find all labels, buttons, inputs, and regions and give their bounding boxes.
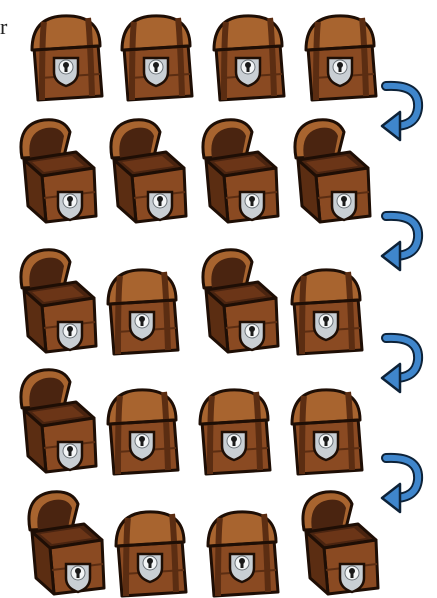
closed-chest-icon bbox=[200, 390, 270, 474]
open-chest-icon bbox=[203, 250, 278, 352]
closed-chest-icon bbox=[122, 16, 192, 100]
closed-chest-icon bbox=[292, 270, 362, 354]
curved-arrow-icon bbox=[382, 338, 418, 392]
open-chest-icon bbox=[303, 492, 378, 594]
closed-chest-icon bbox=[108, 270, 178, 354]
open-chest-icon bbox=[203, 120, 278, 222]
open-chest-icon bbox=[295, 120, 370, 222]
closed-chest-icon bbox=[116, 512, 186, 596]
open-chest-icon bbox=[29, 492, 104, 594]
curved-arrow-icon bbox=[382, 458, 418, 512]
open-chest-icon bbox=[21, 120, 96, 222]
closed-chest-icon bbox=[214, 16, 284, 100]
open-chest-icon bbox=[21, 370, 96, 472]
closed-chest-icon bbox=[292, 390, 362, 474]
closed-chest-icon bbox=[306, 16, 376, 100]
open-chest-icon bbox=[21, 250, 96, 352]
closed-chest-icon bbox=[32, 16, 102, 100]
open-chest-icon bbox=[111, 120, 186, 222]
closed-chest-icon bbox=[208, 512, 278, 596]
closed-chest-icon bbox=[108, 390, 178, 474]
curved-arrow-icon bbox=[382, 86, 418, 140]
curved-arrow-icon bbox=[382, 216, 418, 270]
